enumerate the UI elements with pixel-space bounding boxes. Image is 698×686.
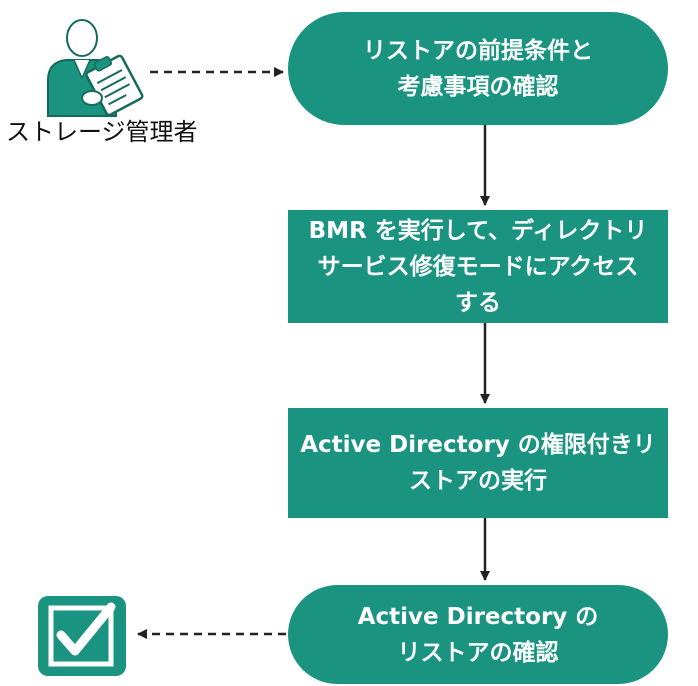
step-authoritative-restore-label: Active Directory の権限付きリ ストアの実行 xyxy=(300,432,656,494)
step-verify-restore-label: Active Directory の リストアの確認 xyxy=(357,603,599,666)
step-run-bmr-dsrm-label: BMR を実行して、ディレクトリ サービス修復モードにアクセス する xyxy=(308,217,648,316)
user-clipboard-icon xyxy=(47,19,144,117)
step-run-bmr-dsrm: BMR を実行して、ディレクトリ サービス修復モードにアクセス する xyxy=(288,210,668,323)
checkbox-checked-icon xyxy=(38,596,126,676)
step-authoritative-restore: Active Directory の権限付きリ ストアの実行 xyxy=(288,408,668,518)
actor-label: ストレージ管理者 xyxy=(6,118,198,146)
step-verify-prerequisites: リストアの前提条件と 考慮事項の確認 xyxy=(288,12,668,125)
step-verify-prerequisites-label: リストアの前提条件と 考慮事項の確認 xyxy=(363,37,593,100)
step-verify-restore: Active Directory の リストアの確認 xyxy=(288,585,668,684)
